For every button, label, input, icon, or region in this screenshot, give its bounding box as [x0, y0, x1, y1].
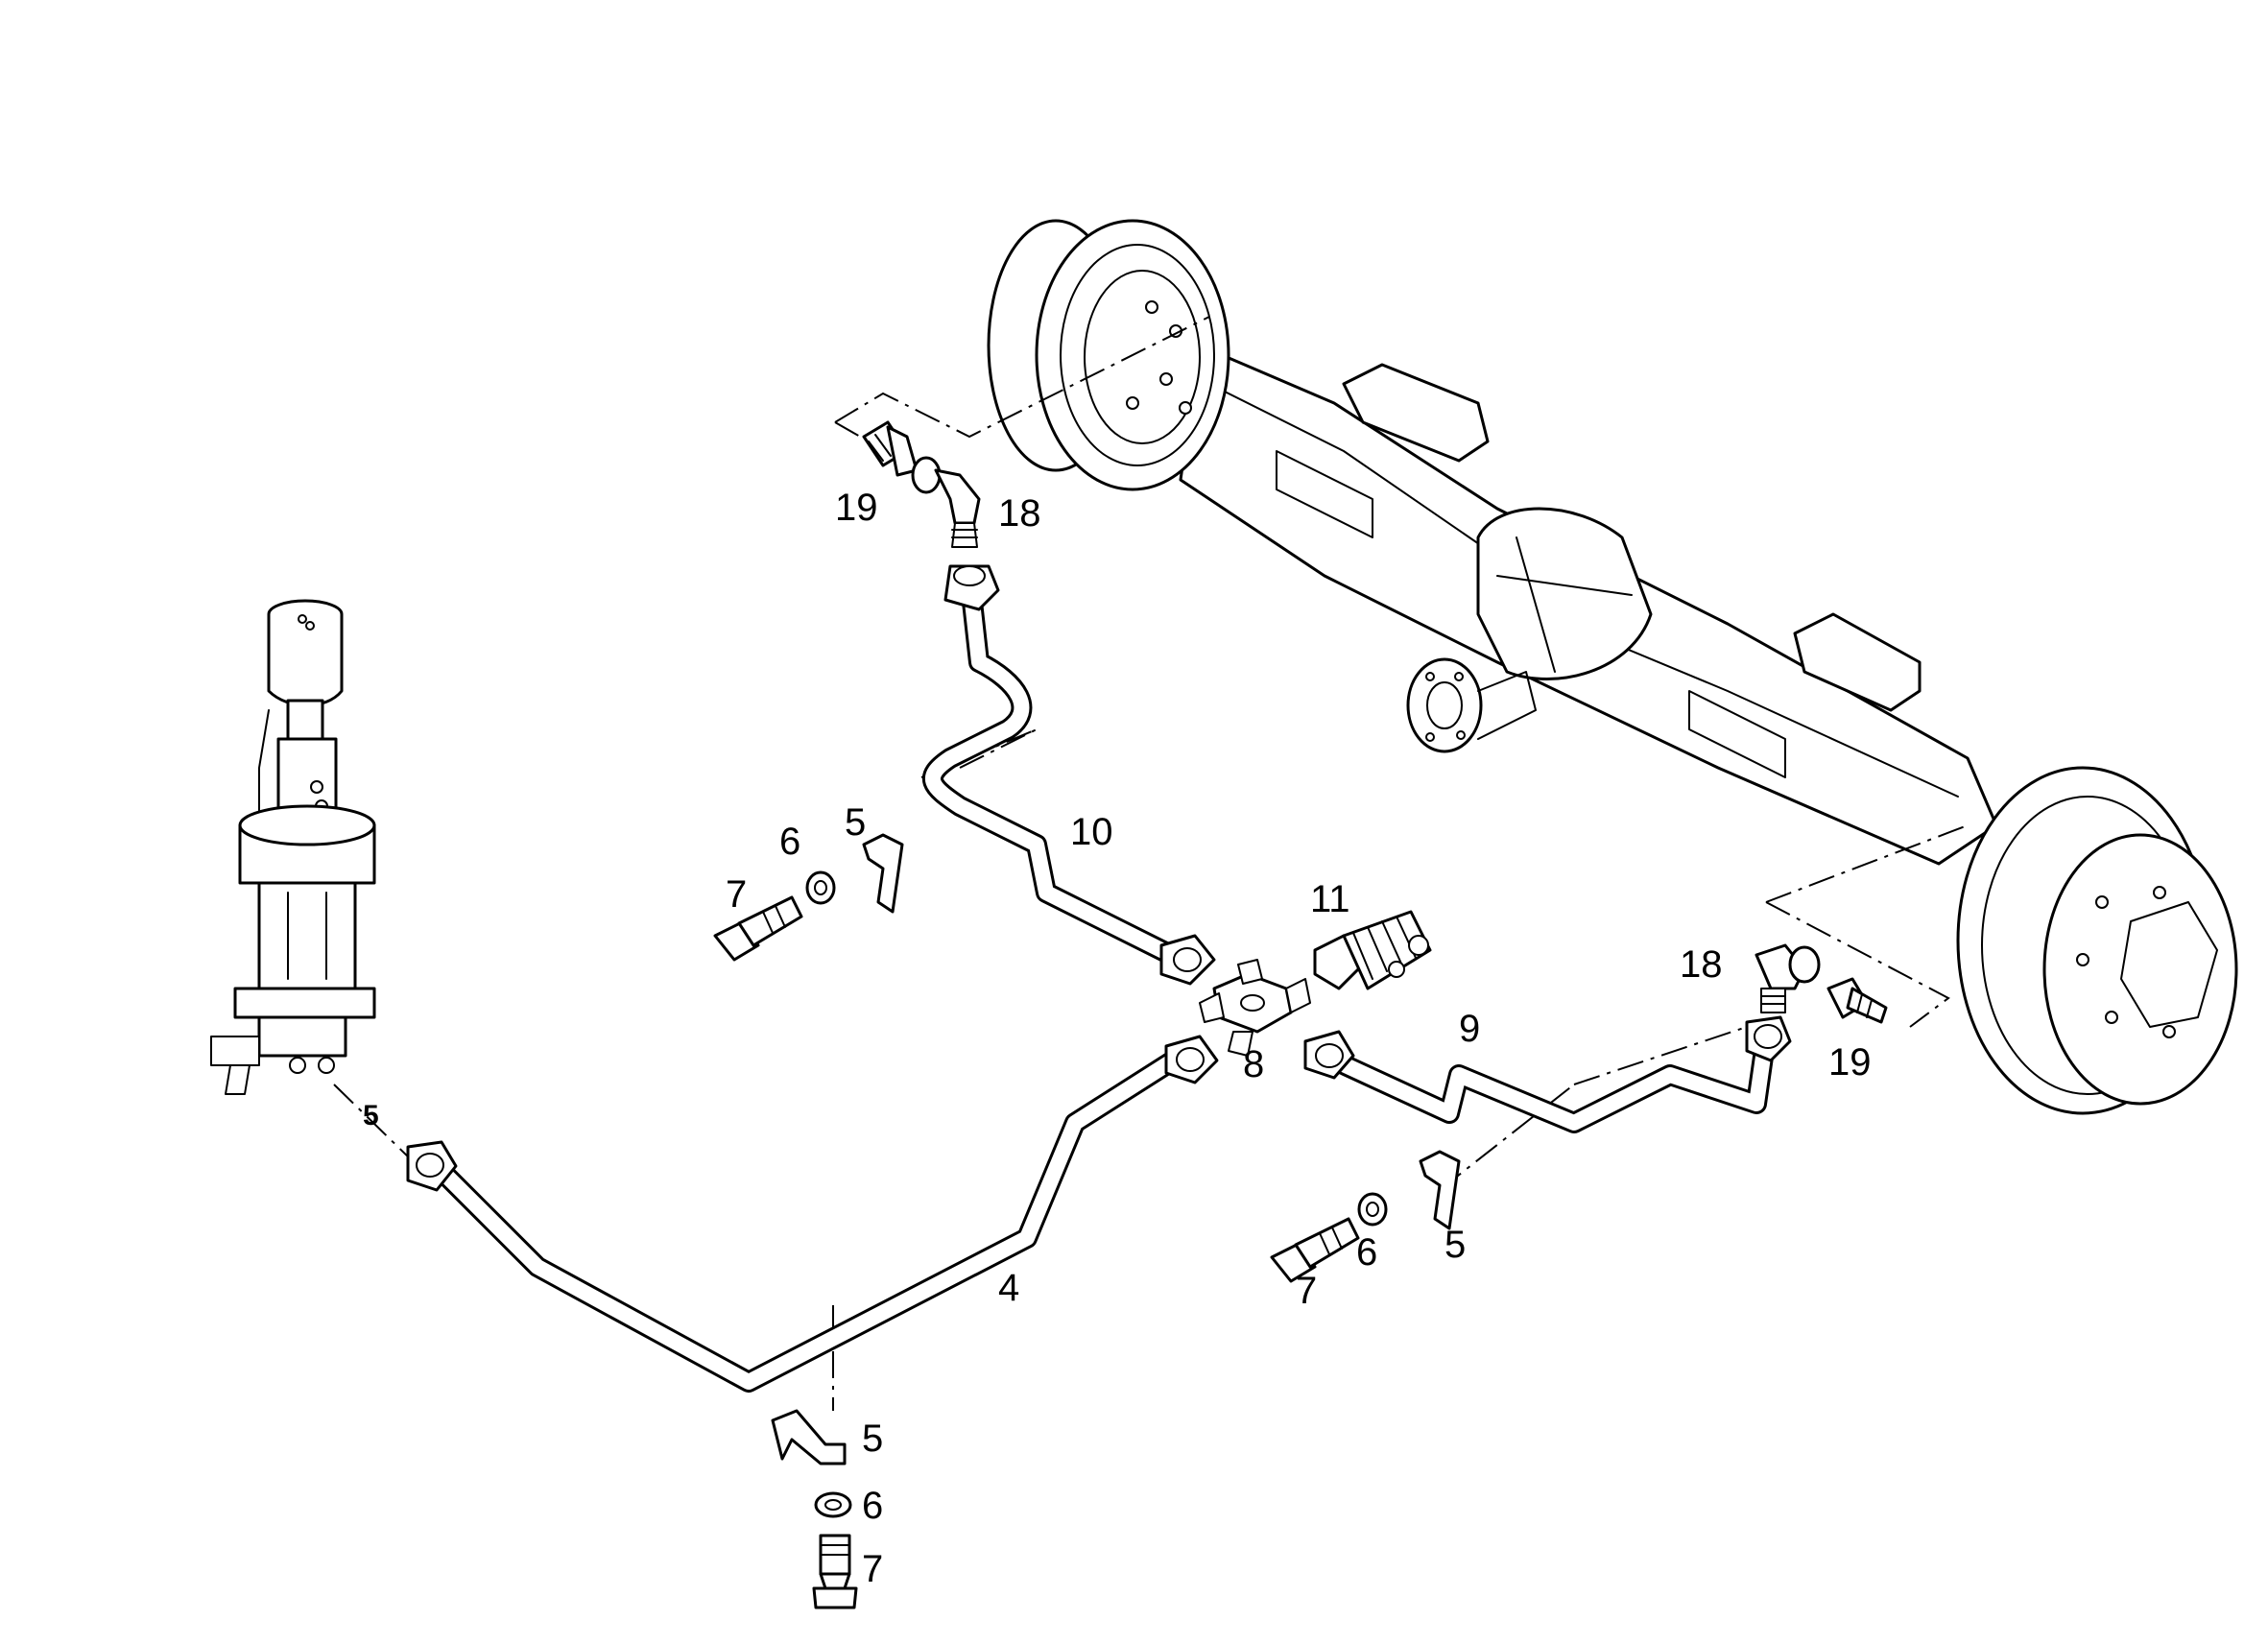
- callout-5-upper: 5: [845, 801, 866, 844]
- callout-19-right: 19: [1828, 1041, 1872, 1084]
- callout-4: 4: [998, 1267, 1019, 1309]
- callout-6-bottom: 6: [862, 1485, 883, 1527]
- fitting-19-top-icon: [862, 420, 919, 477]
- clamp-set-mid: [1270, 1150, 1461, 1283]
- callout-7-mid: 7: [1296, 1270, 1317, 1312]
- callout-10: 10: [1070, 811, 1113, 853]
- callout-5-mid: 5: [1444, 1224, 1466, 1266]
- fitting-18-right-icon: [1755, 943, 1821, 1013]
- cross-fitting-icon: [1199, 959, 1311, 1057]
- callout-8: 8: [1243, 1043, 1264, 1085]
- callout-7-upper: 7: [726, 873, 747, 916]
- callout-5-left: 5: [363, 1100, 379, 1132]
- clamp-set-bottom: [771, 1409, 858, 1609]
- fitting-18-top-icon: [911, 456, 981, 548]
- brake-pipes: [421, 565, 1777, 1393]
- callout-11: 11: [1310, 878, 1350, 920]
- callout-6-mid: 6: [1356, 1231, 1377, 1274]
- pressure-switch-icon: [1313, 910, 1432, 990]
- callout-7-bottom: 7: [862, 1548, 883, 1590]
- pipe-nuts: [406, 564, 1792, 1192]
- callout-5-bottom: 5: [862, 1418, 883, 1460]
- callout-9: 9: [1459, 1008, 1480, 1050]
- callout-18-top: 18: [998, 492, 1041, 535]
- brake-valve-icon: [210, 599, 376, 1095]
- callout-6-upper: 6: [779, 821, 800, 863]
- callout-18-right: 18: [1680, 943, 1723, 986]
- clamp-set-upper: [713, 833, 904, 962]
- callout-19-top: 19: [835, 487, 878, 529]
- fitting-19-right-icon: [1826, 977, 1888, 1024]
